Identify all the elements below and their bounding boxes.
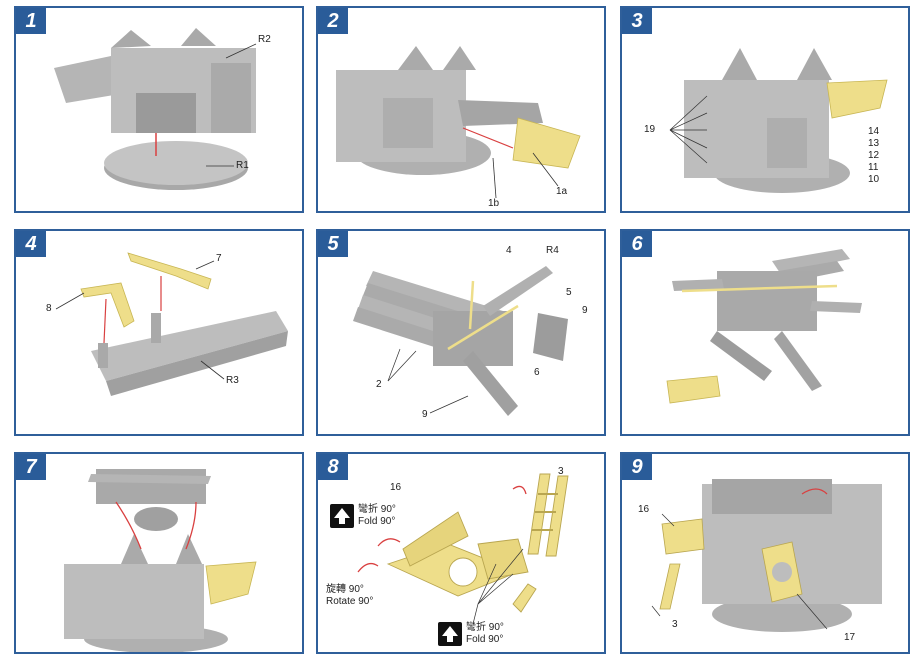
part-label: 19	[644, 124, 656, 135]
fold-note-cn: 彎折 90°	[358, 504, 396, 515]
step-panel-5: 5 4 R4 5 9 2 6 9	[316, 229, 606, 436]
part-label: 16	[390, 482, 402, 493]
turret-base-illustration	[54, 28, 257, 190]
part-label: 1b	[488, 198, 500, 209]
step-panel-3: 3 19 14 13 12 11 10	[620, 6, 910, 213]
gun-assembly-illustration	[666, 249, 862, 404]
part-label-stack: 14 13 12 11 10	[868, 126, 879, 186]
part-label: 9	[582, 305, 588, 316]
fold-note-en: Fold 90°	[466, 634, 504, 645]
step-number: 1	[16, 8, 46, 34]
fold-note-en: Fold 90°	[358, 516, 396, 527]
part-label: 9	[422, 409, 428, 420]
rotate-note: 旋轉 90° Rotate 90°	[326, 584, 373, 608]
step-number: 8	[318, 454, 348, 480]
step-number: 7	[16, 454, 46, 480]
step-panel-4: 4 7 8 R3	[14, 229, 304, 436]
turret-details-illustration	[669, 48, 888, 193]
photo-etch-fold-illustration	[357, 473, 569, 625]
fold-note-bottom: 彎折 90° Fold 90°	[466, 622, 504, 646]
step-panel-7: 7	[14, 452, 304, 654]
part-label: 3	[672, 619, 678, 630]
step-number: 4	[16, 231, 46, 257]
gun-mount-illustration	[55, 252, 288, 396]
step-number: 9	[622, 454, 652, 480]
fold-note-top: 彎折 90° Fold 90°	[358, 504, 396, 528]
part-label: R1	[236, 160, 249, 171]
rotate-note-en: Rotate 90°	[326, 596, 374, 607]
fold-badge	[438, 622, 462, 646]
part-label: 4	[506, 245, 512, 256]
part-label: 13	[868, 138, 880, 149]
step-panel-9: 9 16 3 17	[620, 452, 910, 654]
part-label: 6	[534, 367, 540, 378]
part-label: 11	[868, 162, 879, 173]
rotate-note-cn: 旋轉 90°	[326, 584, 364, 595]
completed-turret-illustration	[651, 479, 882, 632]
step-number: 2	[318, 8, 348, 34]
step-number: 5	[318, 231, 348, 257]
step-number: 6	[622, 231, 652, 257]
quad-gun-illustration	[353, 266, 568, 416]
step-panel-6: 6	[620, 229, 910, 436]
part-label: 8	[46, 303, 52, 314]
part-label: 7	[216, 253, 222, 264]
fold-arrow-icon	[334, 508, 350, 524]
part-label: R2	[258, 34, 271, 45]
part-label: 1a	[556, 186, 568, 197]
part-label: 5	[566, 287, 572, 298]
fold-note-cn: 彎折 90°	[466, 622, 504, 633]
fold-badge	[330, 504, 354, 528]
final-install-illustration	[64, 469, 257, 652]
part-label: 12	[868, 150, 880, 161]
part-label: 3	[558, 466, 564, 477]
part-label: 14	[868, 126, 880, 137]
part-label: 17	[844, 632, 856, 643]
part-label: 16	[638, 504, 650, 515]
part-label: 10	[868, 174, 880, 185]
step-panel-1: 1 R2 R1	[14, 6, 304, 213]
part-label: 2	[376, 379, 382, 390]
step-panel-2: 2 1b 1a	[316, 6, 606, 213]
step-number: 3	[622, 8, 652, 34]
fold-arrow-icon	[442, 626, 458, 642]
turret-shield-illustration	[336, 46, 581, 199]
part-label: R3	[226, 375, 239, 386]
part-label: R4	[546, 245, 559, 256]
step-panel-8: 8 彎折 90° Fold 90° 16 3 旋轉 90° Rotate 90°	[316, 452, 606, 654]
